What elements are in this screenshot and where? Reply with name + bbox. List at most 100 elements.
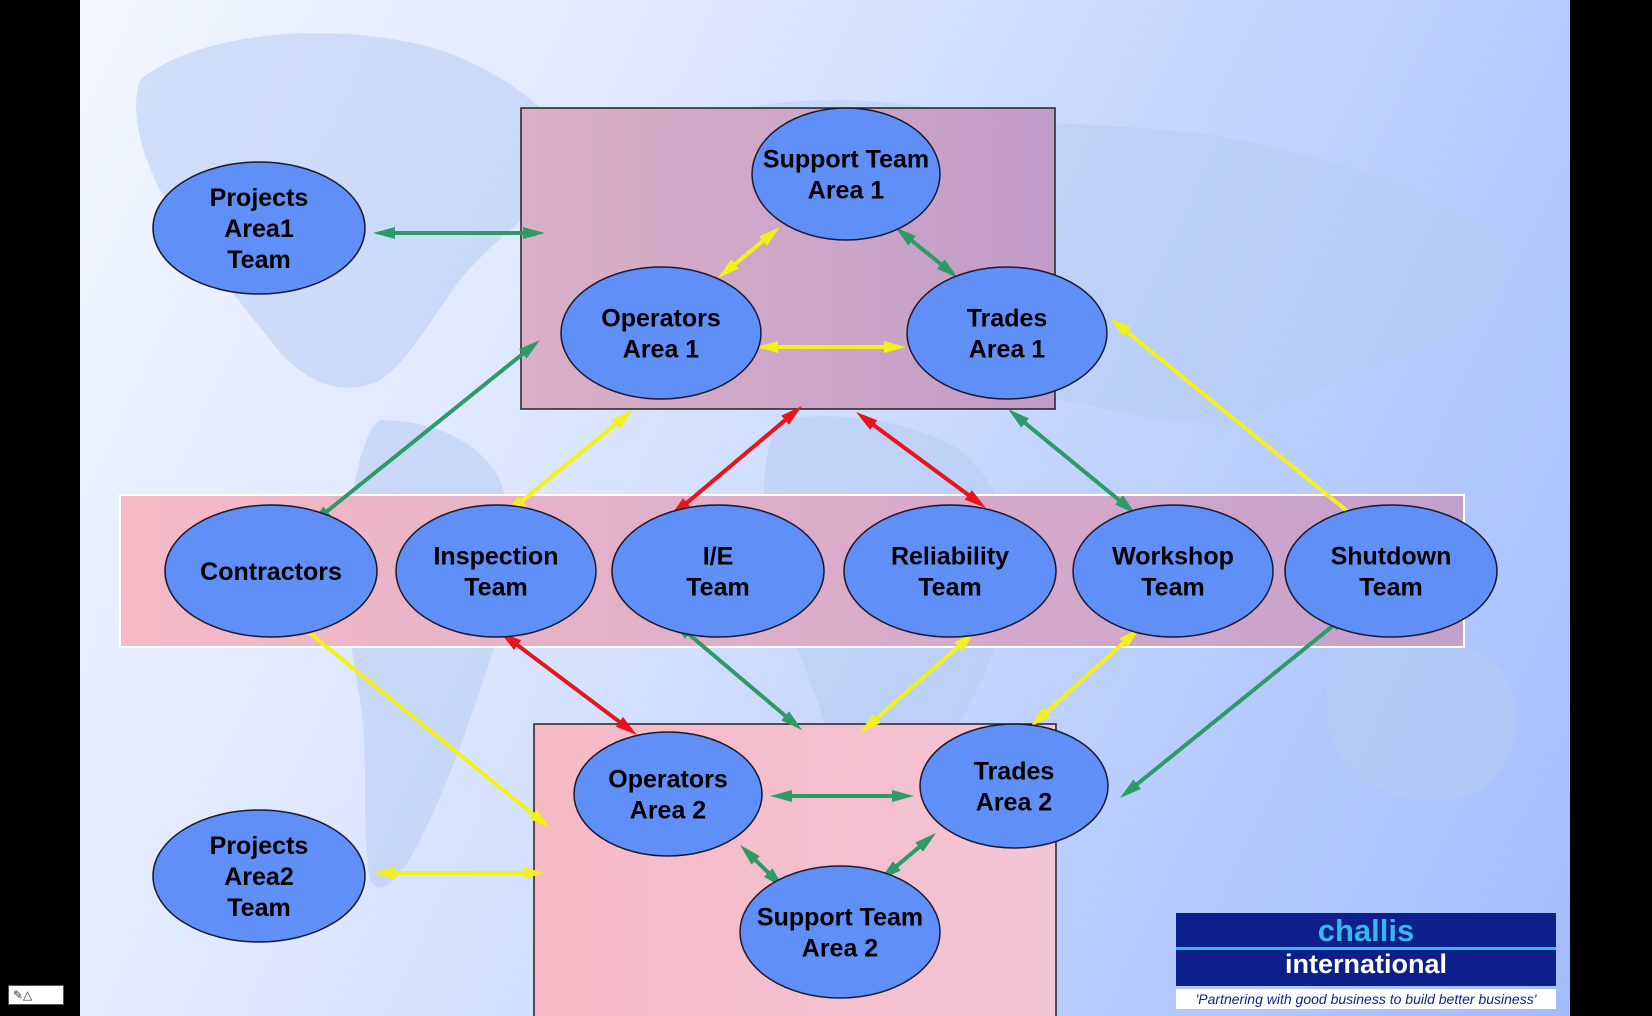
node-ellipse	[573, 731, 763, 857]
arrowhead	[915, 833, 936, 852]
arrowhead	[1110, 318, 1131, 337]
connector-arrow	[718, 227, 780, 278]
arrow-shaft	[1122, 327, 1356, 519]
node-ellipse	[739, 865, 941, 999]
logo-box: challis international	[1176, 913, 1556, 986]
arrowhead	[612, 410, 633, 429]
arrowhead	[1008, 409, 1029, 428]
arrowhead	[781, 406, 802, 425]
arrow-shaft	[907, 236, 946, 269]
logo-tagline: 'Partnering with good business to build …	[1176, 989, 1556, 1009]
node-ie: I/E Team	[611, 504, 825, 638]
arrowhead	[718, 259, 739, 278]
arrowhead	[756, 341, 778, 353]
node-label: Shutdown	[1331, 543, 1452, 571]
logo-rule	[1176, 947, 1556, 950]
arrow-shaft	[302, 626, 538, 819]
node-label: Area 1	[623, 336, 700, 364]
arrow-shaft	[684, 629, 790, 721]
node-ellipse	[164, 504, 378, 638]
arrowhead	[937, 259, 958, 278]
node-label: Inspection	[433, 543, 558, 571]
node-label: Team	[918, 574, 981, 602]
node-label: Team	[1359, 574, 1422, 602]
connector-arrow	[373, 227, 545, 239]
node-ellipse	[152, 161, 366, 295]
arrow-shaft	[322, 349, 528, 516]
arrowhead	[895, 227, 916, 246]
connector-arrow	[895, 227, 958, 278]
node-label: Operators	[608, 766, 727, 794]
slide-show-icon[interactable]: ✎△	[8, 985, 64, 1005]
node-ellipse	[751, 107, 941, 241]
node-label: Area1	[224, 215, 294, 243]
node-label: I/E	[703, 543, 734, 571]
node-label: Team	[1141, 574, 1204, 602]
connector-arrow	[756, 341, 906, 353]
node-ellipse	[152, 809, 366, 943]
challis-international-logo: challis international 'Partnering with g…	[1176, 913, 1556, 1009]
arrowhead	[1030, 707, 1051, 727]
node-ellipse	[1072, 504, 1274, 638]
node-ellipse	[843, 504, 1057, 638]
arrowhead	[373, 227, 395, 239]
arrow-shaft	[1020, 418, 1124, 505]
node-label: Area 2	[630, 797, 706, 825]
arrowhead	[373, 867, 395, 879]
arrowhead	[781, 711, 802, 730]
node-label: Team	[227, 894, 290, 922]
arrowhead	[523, 227, 545, 239]
connector-arrow	[770, 790, 914, 802]
node-label: Team	[464, 574, 527, 602]
arrowhead	[615, 716, 637, 735]
node-label: Support Team	[757, 904, 923, 932]
arrow-shaft	[1041, 638, 1129, 717]
node-label: Team	[686, 574, 749, 602]
arrow-shaft	[517, 419, 621, 506]
node-label: Projects	[210, 184, 309, 212]
node-label: Area 1	[969, 336, 1046, 364]
node-label: Area 2	[976, 789, 1052, 817]
arrow-shaft	[871, 642, 964, 723]
node-ellipse	[906, 266, 1108, 400]
node-ellipse	[395, 504, 597, 638]
arrow-shaft	[512, 640, 625, 727]
connector-arrow	[856, 412, 986, 508]
logo-line1: challis	[1317, 913, 1415, 948]
arrowhead	[519, 340, 540, 359]
arrowhead	[1120, 779, 1141, 798]
arrow-shaft	[1132, 621, 1338, 789]
connector-arrow	[860, 632, 975, 733]
arrow-shaft	[892, 842, 924, 871]
node-label: Area 2	[802, 935, 878, 963]
node-label: Projects	[210, 832, 309, 860]
node-contractors: Contractors	[164, 504, 378, 638]
arrow-shaft	[682, 415, 790, 508]
arrowhead	[892, 790, 914, 802]
node-ellipse	[919, 723, 1109, 849]
node-label: Workshop	[1112, 543, 1234, 571]
node-label: Reliability	[891, 543, 1009, 571]
connector-arrow	[373, 867, 545, 879]
node-ellipse	[611, 504, 825, 638]
node-label: Support Team	[763, 146, 929, 174]
arrowhead	[1115, 495, 1136, 514]
arrowhead	[740, 845, 760, 865]
arrowhead	[860, 713, 881, 733]
arrow-shaft	[730, 236, 768, 269]
node-label: Trades	[967, 305, 1048, 333]
connector-arrow	[290, 617, 550, 828]
node-label: Team	[227, 246, 290, 274]
